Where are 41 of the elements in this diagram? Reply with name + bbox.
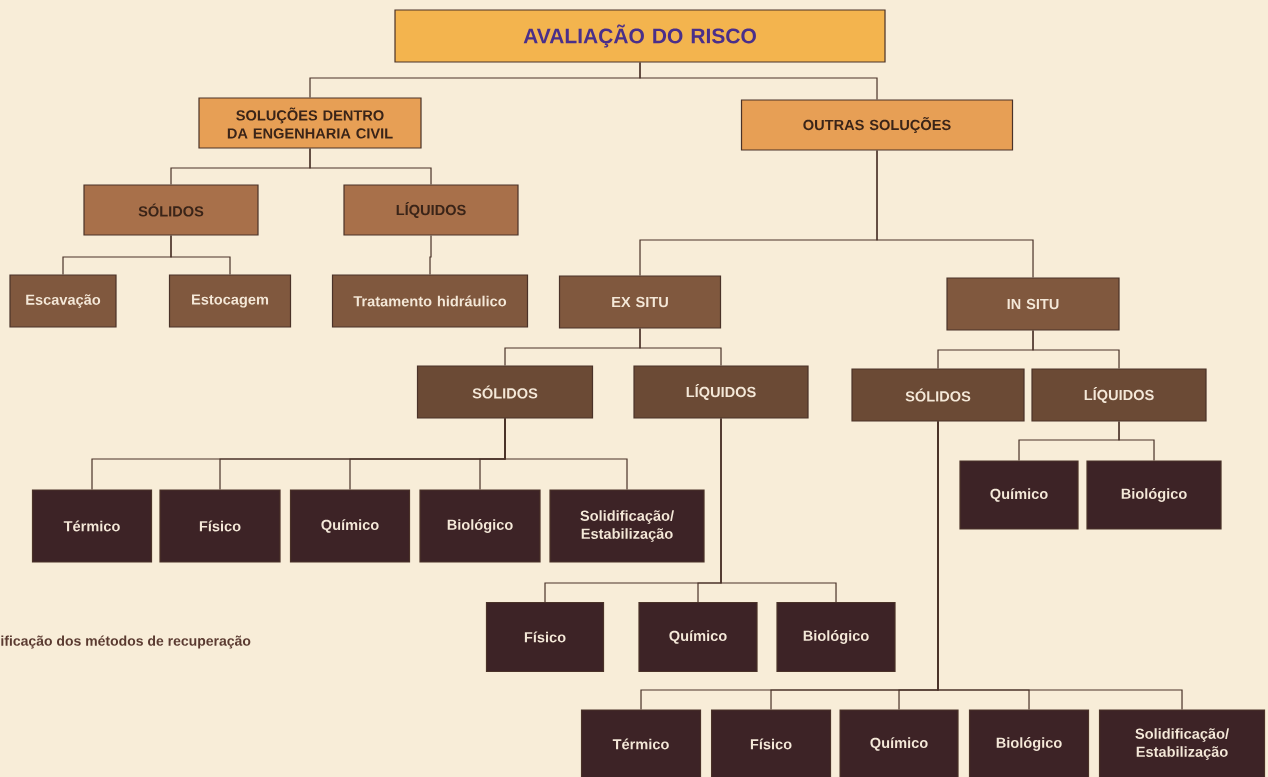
connector-line [309, 148, 432, 185]
connector-line [639, 62, 878, 100]
category-box: SÓLIDOS [416, 365, 594, 419]
method-box: Escavação [9, 274, 117, 328]
method-box: Físico [485, 601, 605, 673]
connector-line [504, 418, 628, 490]
category-box: LÍQUIDOS [343, 184, 519, 236]
method-box: Biológico [968, 709, 1090, 777]
method-box: Químico [289, 489, 411, 563]
method-box: Térmico [31, 489, 153, 563]
method-box: Químico [638, 601, 758, 673]
category-box: OUTRAS SOLUÇÕES [740, 99, 1014, 151]
connector-line [876, 150, 1034, 278]
method-box: Biológico [1086, 460, 1222, 530]
connector-line [1032, 330, 1120, 369]
method-box: Biológico [419, 489, 541, 563]
category-box: SÓLIDOS [83, 184, 259, 236]
method-box: Solidificação/ Estabilização [1098, 709, 1266, 777]
method-box: IN SITU [946, 277, 1120, 331]
method-box: Estocagem [168, 274, 292, 328]
connector-line [170, 235, 231, 275]
connector-line [429, 235, 432, 275]
category-box: SOLUÇÕES DENTRO DA ENGENHARIA CIVIL [198, 97, 422, 149]
method-box: Biológico [776, 601, 896, 673]
category-box: LÍQUIDOS [1031, 368, 1207, 422]
caption: ificação dos métodos de recuperação [1, 635, 251, 649]
method-box: Químico [959, 460, 1079, 530]
method-box: Tratamento hidráulico [331, 274, 529, 328]
method-box: EX SITU [558, 275, 722, 329]
category-box: LÍQUIDOS [633, 365, 809, 419]
method-box: Químico [839, 709, 959, 777]
connector-line [639, 328, 722, 366]
connector-line [720, 418, 837, 603]
method-box: Físico [710, 709, 832, 777]
method-box: Solidificação/ Estabilização [549, 489, 705, 563]
category-box: SÓLIDOS [851, 368, 1025, 422]
connector-line [1118, 421, 1155, 461]
method-box: Térmico [580, 709, 702, 777]
connector-line [937, 421, 1183, 710]
title-box: AVALIAÇÃO DO RISCO [394, 9, 886, 63]
method-box: Físico [159, 489, 281, 563]
